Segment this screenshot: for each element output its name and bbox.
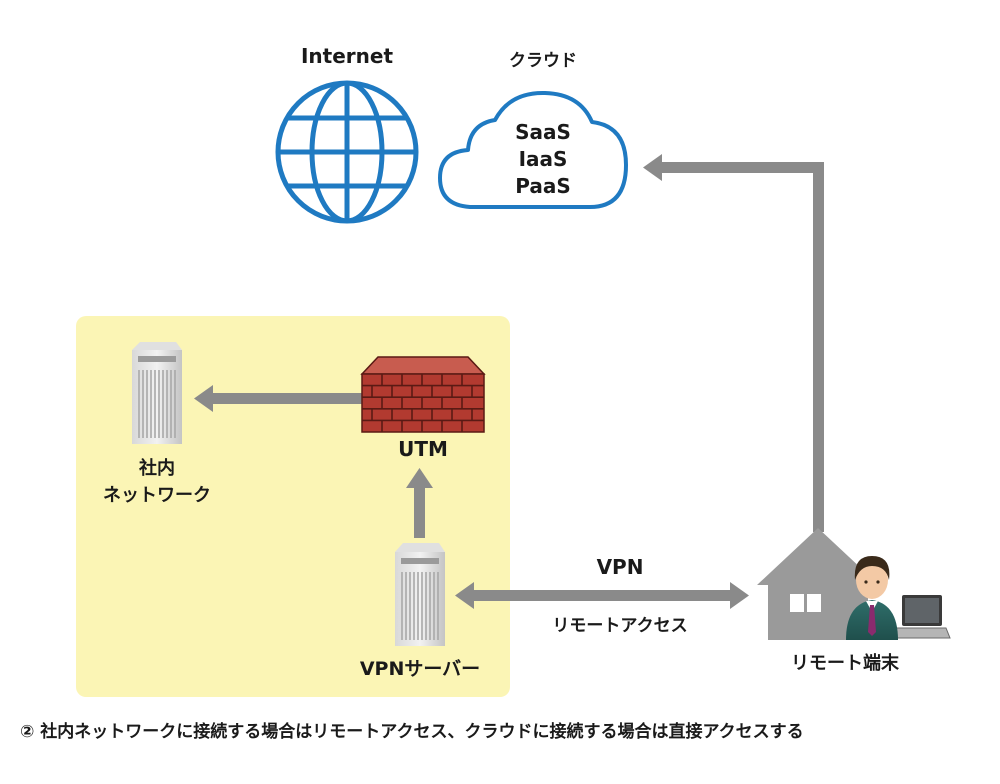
remote-terminal-label: リモート端末 <box>791 653 899 674</box>
vpn-double-arrow <box>455 582 749 609</box>
cloud-service-paas: PaaS <box>515 174 571 198</box>
server-icon <box>132 342 182 444</box>
utm-label: UTM <box>398 437 448 461</box>
figure-caption: ② 社内ネットワークに接続する場合はリモートアクセス、クラウドに接続する場合は直… <box>20 722 804 742</box>
direct-access-arrow <box>643 154 824 532</box>
laptop-icon <box>891 595 951 639</box>
internet-label: Internet <box>300 44 394 68</box>
house-icon <box>757 528 879 640</box>
firewall-icon <box>360 356 486 433</box>
vpn-server-icon <box>395 543 445 646</box>
remote-access-label: リモートアクセス <box>552 616 688 636</box>
internal-network-label-line1: 社内 <box>139 458 175 479</box>
vpn-server-label: VPNサーバー <box>359 658 481 680</box>
vpn-to-utm-arrow <box>406 468 433 538</box>
cloud-services-list: SaaS IaaS PaaS <box>493 119 593 200</box>
cloud-label: クラウド <box>509 51 577 71</box>
internal-network-label: 社内 ネットワーク <box>77 455 237 509</box>
globe-icon <box>275 80 419 224</box>
cloud-service-saas: SaaS <box>515 120 571 144</box>
utm-to-network-arrow <box>194 385 362 412</box>
cloud-icon <box>438 90 628 209</box>
internal-network-label-line2: ネットワーク <box>103 485 211 506</box>
cloud-service-iaas: IaaS <box>518 147 568 171</box>
vpn-label: VPN <box>596 555 644 579</box>
person-icon <box>846 556 898 640</box>
